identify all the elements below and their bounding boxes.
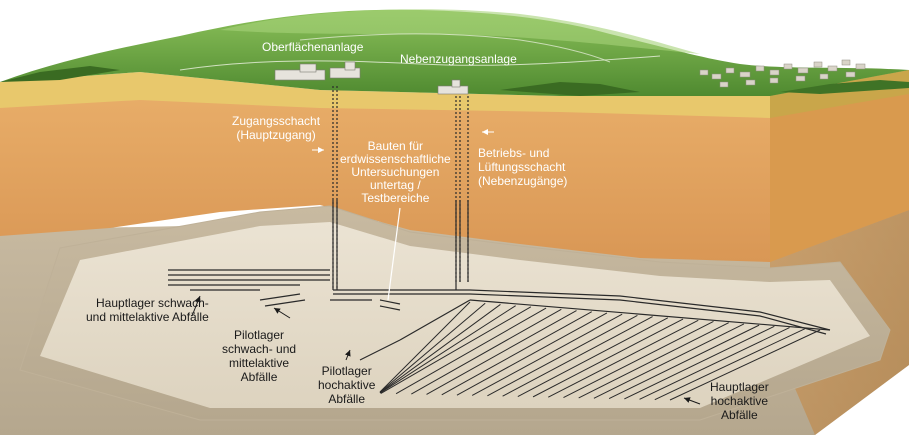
hill-road-2 <box>299 33 611 63</box>
storage-gallery <box>608 324 760 400</box>
storage-gallery <box>441 311 592 396</box>
forest-left <box>0 66 120 82</box>
storage-gallery <box>471 313 623 396</box>
hill-highlight <box>220 9 700 55</box>
storage-gallery <box>578 322 729 399</box>
storage-gallery <box>426 310 577 395</box>
storage-gallery <box>456 312 608 396</box>
pointer-main-low <box>191 295 201 317</box>
green-hill <box>0 9 909 96</box>
label-main-repository-high: Hauptlager hochaktive Abfälle <box>710 380 769 422</box>
label-surface-facility: Oberflächenanlage <box>262 40 364 54</box>
label-main-repository-low-intermediate: Hauptlager schwach- und mittelaktive Abf… <box>86 296 209 324</box>
storage-gallery <box>380 306 532 394</box>
label-operation-ventilation-shaft: Betriebs- und Lüftungsschacht (Nebenzugä… <box>478 146 568 188</box>
storage-gallery <box>379 301 471 393</box>
storage-gallery <box>517 317 669 397</box>
storage-gallery <box>411 308 562 395</box>
hill-road <box>179 55 661 71</box>
pointer-geoscience <box>387 207 401 301</box>
secondary-facility-buildings <box>437 79 469 95</box>
label-pilot-repository-high: Pilotlager hochaktive Abfälle <box>318 364 376 406</box>
pointer-main-high <box>683 397 701 405</box>
storage-gallery <box>624 325 775 400</box>
storage-gallery <box>593 323 745 399</box>
village <box>699 59 866 88</box>
storage-gallery <box>669 329 821 401</box>
storage-gallery <box>532 318 684 398</box>
storage-gallery <box>379 305 516 394</box>
tunnel-system <box>168 269 831 361</box>
storage-gallery <box>395 307 547 395</box>
pointer-pilot-low <box>273 307 291 319</box>
storage-gallery <box>487 314 638 397</box>
label-secondary-access-facility: Nebenzugangsanlage <box>400 52 517 66</box>
forest-far-right <box>780 80 909 94</box>
shafts <box>332 86 469 290</box>
storage-gallery <box>563 321 714 399</box>
forest-right <box>500 82 640 96</box>
label-geoscience-structures: Bauten für erdwissenschaftliche Untersuc… <box>340 139 451 205</box>
surface-facility-buildings <box>274 61 361 81</box>
storage-gallery <box>548 319 699 398</box>
storage-gallery <box>654 328 805 401</box>
label-pilot-repository-low-intermediate: Pilotlager schwach- und mittelaktive Abf… <box>222 328 297 384</box>
storage-gallery <box>502 316 653 397</box>
storage-gallery <box>379 302 486 393</box>
right-face-orange <box>770 70 909 262</box>
high-active-galleries <box>379 301 821 401</box>
pointer-pilot-high <box>344 349 351 361</box>
orange-rock-layer <box>0 72 909 262</box>
cavern-floor <box>40 222 870 408</box>
label-access-shaft: Zugangsschacht (Hauptzugang) <box>232 114 321 142</box>
storage-gallery <box>639 327 790 400</box>
storage-gallery <box>379 304 501 394</box>
